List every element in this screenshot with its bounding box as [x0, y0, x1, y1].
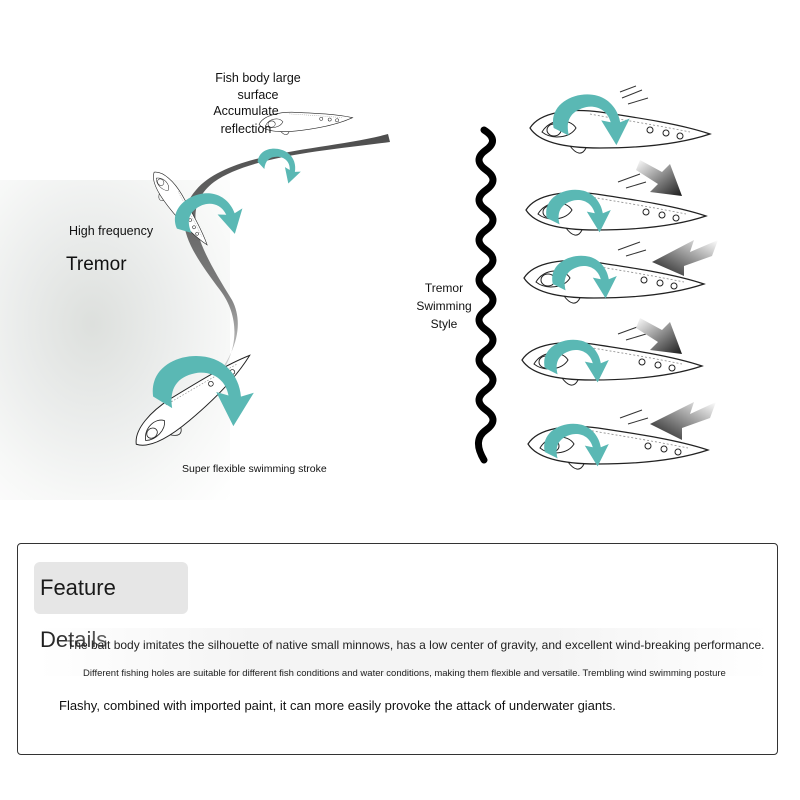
feature-line-3: Flashy, combined with imported paint, it…	[59, 698, 616, 713]
direction-arrow-1	[636, 160, 682, 196]
label-reflection: Accumulate reflection	[213, 104, 279, 136]
feature-details-box: Feature Details The bait body imitates t…	[17, 543, 778, 755]
direction-arrow-4	[650, 402, 716, 440]
feature-line-1: The bait body imitates the silhouette of…	[67, 638, 765, 652]
swim-curve-band	[183, 134, 390, 400]
diagram-graphics	[126, 85, 718, 470]
speed-lines-1	[619, 85, 649, 105]
label-swimming-stroke: Super flexible swimming stroke	[182, 463, 327, 475]
direction-arrow-3	[636, 318, 682, 354]
speed-lines-5	[619, 409, 649, 425]
speed-lines-3	[617, 241, 647, 257]
speed-lines-2	[617, 173, 647, 189]
arrow-top	[253, 143, 306, 187]
feature-details-title: Feature Details	[34, 562, 188, 652]
feature-highlight-band	[38, 628, 768, 676]
lure-diagram: Fish body large surface Accumulate refle…	[0, 71, 718, 500]
label-tremor: Tremor	[66, 254, 127, 275]
label-surface: Fish body large surface	[215, 71, 301, 102]
label-high-frequency: High frequency	[69, 224, 154, 238]
tremor-wave	[475, 126, 497, 464]
feature-line-2: Different fishing holes are suitable for…	[83, 668, 726, 679]
direction-arrow-2	[652, 240, 718, 276]
label-swimming-style: Tremor Swimming Style	[416, 281, 472, 331]
